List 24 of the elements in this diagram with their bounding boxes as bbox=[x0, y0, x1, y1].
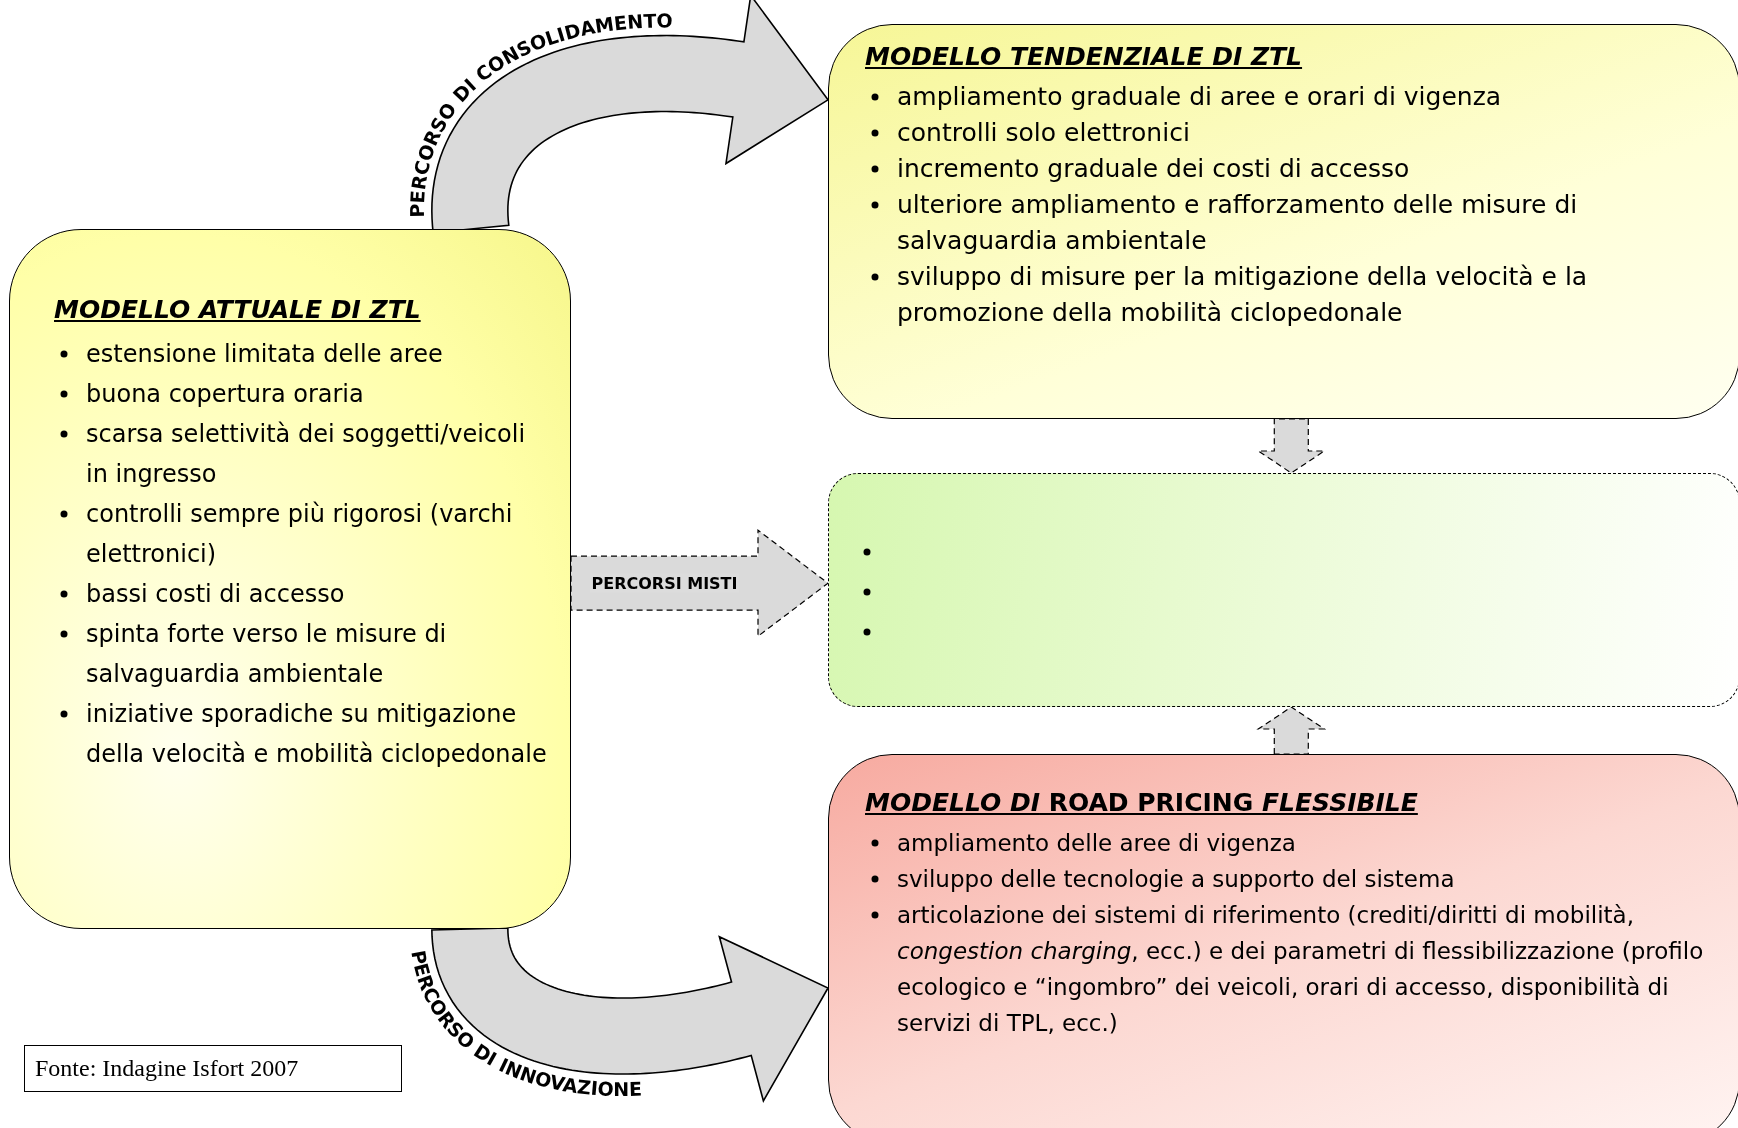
box-heading: MODELLO ATTUALE DI ZTL bbox=[54, 294, 422, 326]
block-arrow bbox=[431, 927, 830, 1103]
list-item: bassi costi di accesso bbox=[86, 580, 345, 608]
empty-box bbox=[828, 473, 1738, 707]
list-item: sviluppo di misure per la mitigazione della velocità e la promozione della mobilità ciclopedonale bbox=[897, 262, 1588, 327]
list-item: iniziative sporadiche su mitigazione della velocità e mobilità ciclopedonale bbox=[86, 700, 547, 768]
model-box bbox=[828, 24, 1738, 419]
box-heading: MODELLO TENDENZIALE DI ZTL bbox=[865, 41, 1304, 73]
list-item: controlli sempre più rigorosi (varchi elettronici) bbox=[86, 500, 513, 568]
source-box bbox=[24, 1045, 402, 1092]
source-note: Fonte: Indagine Isfort 2007 bbox=[35, 1054, 300, 1083]
list-item: incremento graduale dei costi di accesso bbox=[897, 154, 1410, 183]
list-item: articolazione dei sistemi di riferimento (crediti/diritti di mobilità, congestion charging, ecc.) e dei parametri di flessibilizzazione (profilo ecologico e “ingombro” dei veicoli, orari di accesso, disponibilità di servizi di TPL, ecc.) bbox=[897, 902, 1704, 1036]
box-heading: MODELLO DI ROAD PRICING FLESSIBILE bbox=[865, 787, 1419, 819]
list-item: buona copertura oraria bbox=[86, 380, 364, 408]
list-item: sviluppo delle tecnologie a supporto del sistema bbox=[897, 866, 1455, 892]
model-box bbox=[828, 754, 1738, 1128]
model-box bbox=[9, 229, 571, 929]
list-item: ampliamento delle aree di vigenza bbox=[897, 830, 1296, 856]
list-item: ampliamento graduale di aree e orari di vigenza bbox=[897, 82, 1502, 111]
block-arrow bbox=[1256, 418, 1327, 474]
list-item: controlli solo elettronici bbox=[897, 118, 1190, 147]
list-item: estensione limitata delle aree bbox=[86, 340, 443, 368]
block-arrow bbox=[1256, 706, 1327, 755]
